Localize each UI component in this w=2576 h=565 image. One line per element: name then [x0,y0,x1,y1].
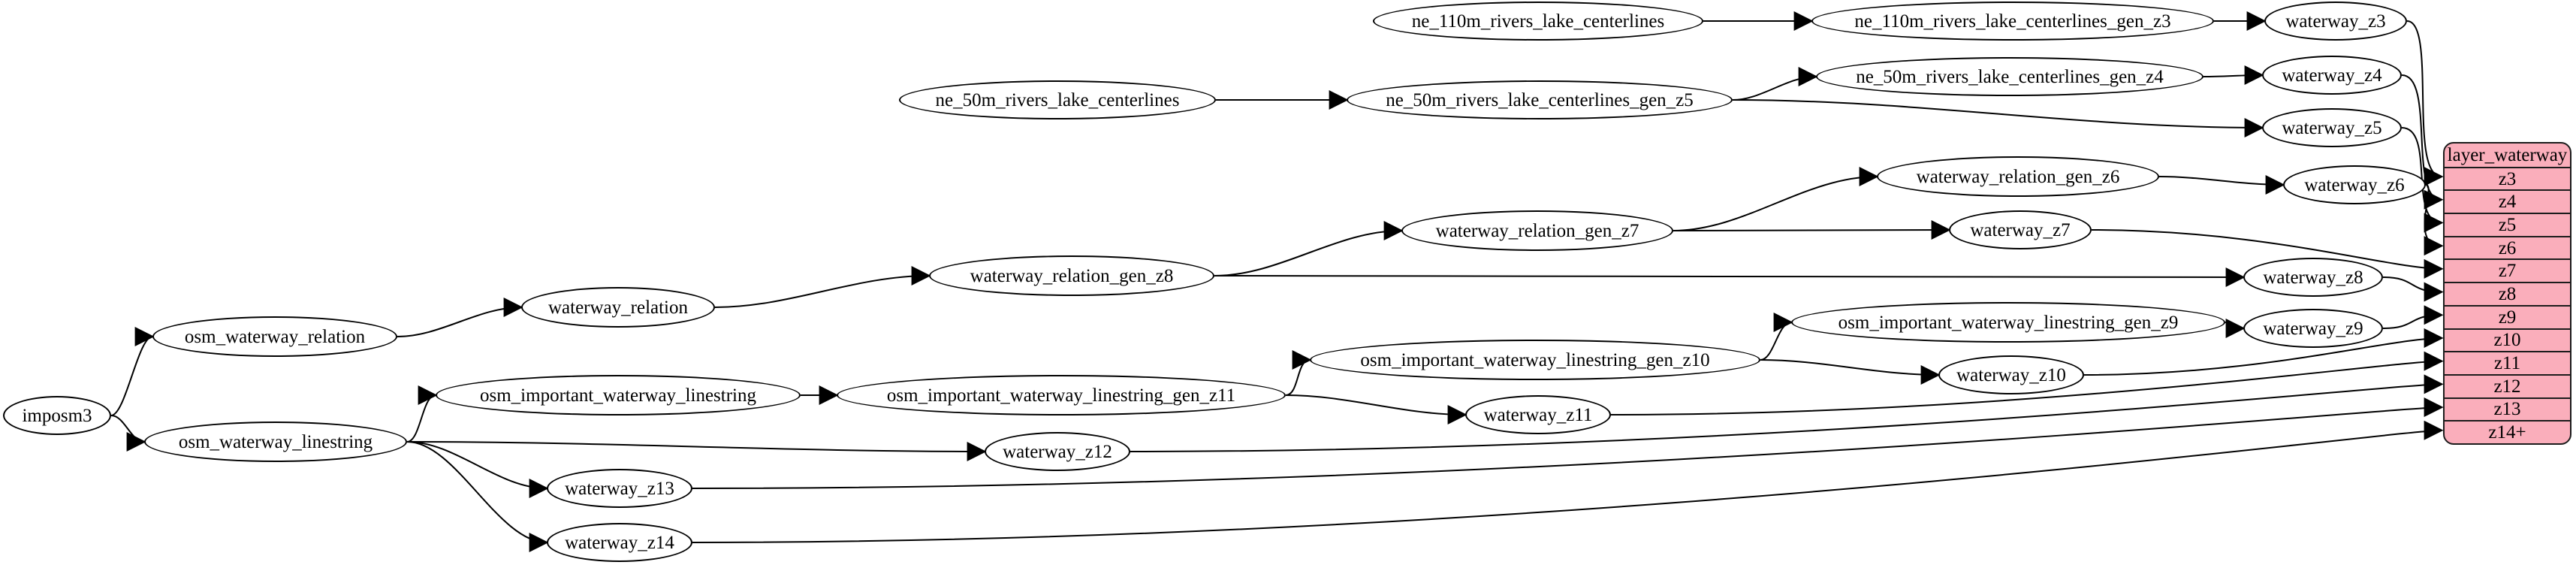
record-field-z4: z4 [2445,189,2570,213]
edge-osm_waterway_linestring-osm_important_waterway_linestring [406,385,438,443]
record-field-z3: z3 [2445,166,2570,190]
edge-osm_important_waterway_linestring_gen_z11-osm_important_waterway_linestring_gen_z10 [1285,350,1312,396]
edge-waterway_z13-layer_waterway-z13 [692,397,2444,489]
node-osm_waterway_relation: osm_waterway_relation [152,316,397,357]
record-field-z9: z9 [2445,304,2570,328]
node-imposm3: imposm3 [3,396,111,435]
edge-waterway_relation_gen_z8-waterway_z8 [1214,267,2246,287]
edge-waterway_z7-layer_waterway-z7 [2091,229,2444,279]
edge-osm_important_waterway_linestring_gen_z11-waterway_z11 [1285,394,1467,425]
node-waterway_z14: waterway_z14 [547,523,692,562]
node-waterway_z7: waterway_z7 [1949,210,2092,249]
edge-osm_waterway_linestring-waterway_z12 [406,441,987,461]
node-waterway_z12: waterway_z12 [985,432,1130,471]
node-osm_important_waterway_linestring_gen_z10: osm_important_waterway_linestring_gen_z1… [1310,340,1760,380]
record-field-z6: z6 [2445,235,2570,259]
node-osm_important_waterway_linestring_gen_z9: osm_important_waterway_linestring_gen_z9 [1791,302,2225,343]
node-osm_important_waterway_linestring_gen_z11: osm_important_waterway_linestring_gen_z1… [837,375,1286,415]
edge-osm_important_waterway_linestring_gen_z10-waterway_z10 [1760,359,1941,385]
node-waterway_z13: waterway_z13 [547,469,692,508]
node-waterway_z9: waterway_z9 [2243,309,2383,348]
node-ne_50m_rivers_lake_centerlines_gen_z4: ne_50m_rivers_lake_centerlines_gen_z4 [1816,57,2203,96]
record-field-z10: z10 [2445,328,2570,352]
node-waterway_z4: waterway_z4 [2262,56,2402,95]
record-title: layer_waterway [2447,144,2568,165]
edge-ne_50m_rivers_lake_centerlines_gen_z4-waterway_z4 [2203,65,2264,86]
edge-osm_waterway_relation-waterway_relation [397,298,523,337]
edge-waterway_z10-layer_waterway-z10 [2083,328,2444,376]
node-ne_50m_rivers_lake_centerlines: ne_50m_rivers_lake_centerlines [899,80,1216,119]
edge-imposm3-osm_waterway_linestring [110,415,146,452]
edge-waterway_relation_gen_z7-waterway_relation_gen_z6 [1673,167,1879,231]
record-field-z11: z11 [2445,351,2570,374]
node-waterway_z3: waterway_z3 [2264,2,2407,41]
edge-osm_important_waterway_linestring_gen_z10-osm_important_waterway_linestring_gen_z9 [1760,313,1793,361]
node-ne_50m_rivers_lake_centerlines_gen_z5: ne_50m_rivers_lake_centerlines_gen_z5 [1347,80,1733,119]
edge-waterway_z9-layer_waterway-z9 [2382,305,2444,329]
edge-waterway_relation_gen_z8-waterway_relation_gen_z7 [1214,221,1404,276]
edge-waterway_z12-layer_waterway-z12 [1130,374,2444,452]
edge-ne_50m_rivers_lake_centerlines_gen_z5-ne_50m_rivers_lake_centerlines_gen_z4 [1732,67,1818,101]
edge-waterway_z8-layer_waterway-z8 [2382,276,2444,302]
record-field-z8: z8 [2445,282,2570,305]
edge-ne_50m_rivers_lake_centerlines_gen_z5-waterway_z5 [1732,99,2264,137]
node-waterway_relation: waterway_relation [521,287,715,328]
edge-imposm3-osm_waterway_relation [110,327,155,416]
edge-waterway_relation_gen_z6-waterway_z6 [2158,174,2285,195]
edge-osm_waterway_linestring-waterway_z14 [406,441,549,552]
record-field-z7: z7 [2445,258,2570,282]
record-field-z13: z13 [2445,397,2570,421]
node-waterway_relation_gen_z8: waterway_relation_gen_z8 [929,255,1214,296]
edge-waterway_z4-layer_waterway-z4 [2401,74,2444,210]
edge-waterway_z3-layer_waterway-z3 [2406,20,2444,186]
node-waterway_z8: waterway_z8 [2243,258,2383,297]
node-waterway_relation_gen_z7: waterway_relation_gen_z7 [1401,210,1673,251]
edge-waterway_z6-layer_waterway-z6 [2424,184,2444,256]
edge-waterway_z14-layer_waterway-z14+ [692,420,2444,543]
record-field-z5: z5 [2445,213,2570,236]
node-waterway_z11: waterway_z11 [1465,395,1611,434]
edge-waterway_z5-layer_waterway-z5 [2401,127,2444,233]
edge-waterway_relation-waterway_relation_gen_z8 [714,266,931,308]
node-ne_110m_rivers_lake_centerlines: ne_110m_rivers_lake_centerlines [1373,2,1703,41]
edge-waterway_relation_gen_z7-waterway_z7 [1673,220,1951,240]
edge-osm_waterway_linestring-waterway_z13 [406,441,549,498]
node-waterway_z10: waterway_z10 [1938,355,2084,394]
node-ne_110m_rivers_lake_centerlines_gen_z3: ne_110m_rivers_lake_centerlines_gen_z3 [1811,2,2214,41]
record-field-z12: z12 [2445,373,2570,397]
edge-osm_important_waterway_linestring_gen_z9-waterway_z9 [2225,318,2246,338]
node-waterway_z6: waterway_z6 [2283,165,2426,204]
record-field-z14+: z14+ [2445,420,2570,443]
edge-waterway_z11-layer_waterway-z11 [1610,351,2444,415]
node-osm_waterway_linestring: osm_waterway_linestring [144,421,407,462]
node-osm_important_waterway_linestring: osm_important_waterway_linestring [436,375,801,415]
node-waterway_relation_gen_z6: waterway_relation_gen_z6 [1877,156,2159,197]
node-waterway_z5: waterway_z5 [2262,108,2402,147]
